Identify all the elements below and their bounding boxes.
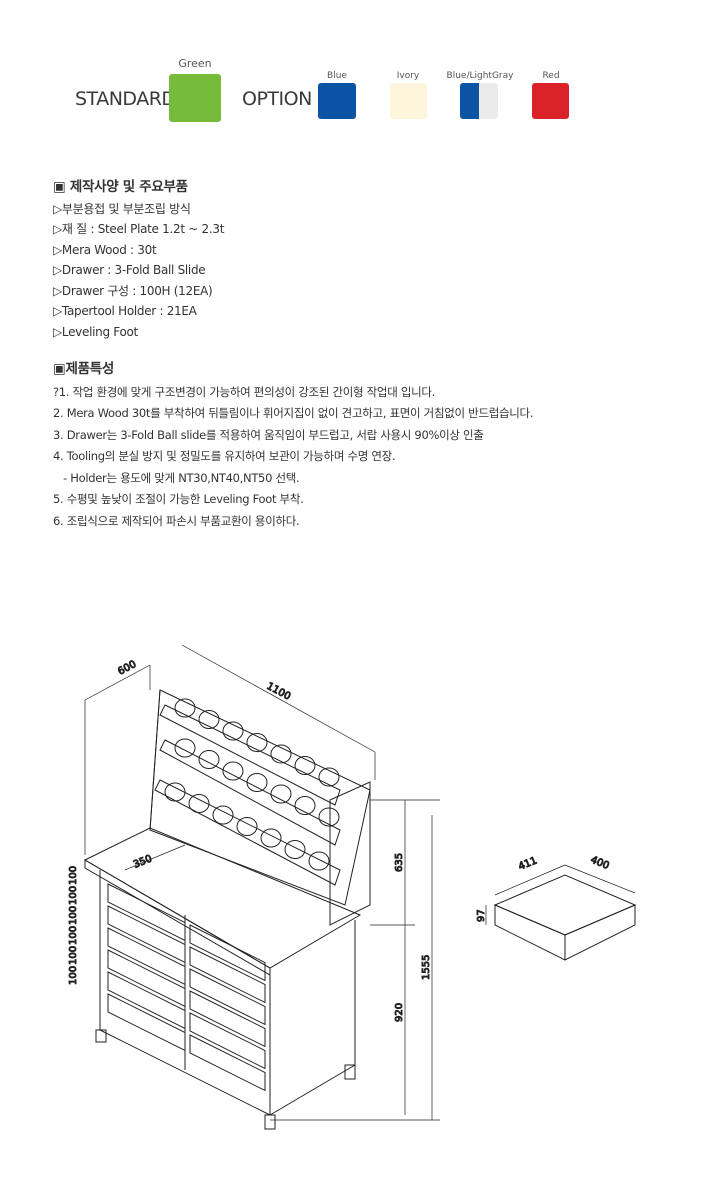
- feature-item: 3. Drawer는 3-Fold Ball slide를 적용하여 움직임이 …: [53, 427, 484, 442]
- tool-holder: [246, 733, 268, 752]
- tool-holder: [270, 744, 292, 764]
- tool-holder: [294, 756, 316, 775]
- drawer: [107, 971, 186, 1030]
- tool-holder: [174, 698, 196, 718]
- tool-rack: [149, 689, 371, 926]
- tool-holder: [212, 805, 234, 825]
- color-name-ivory: Ivory: [396, 71, 420, 81]
- drawer: [189, 1012, 266, 1070]
- drawer: [107, 993, 186, 1052]
- dim-shelf: 350: [132, 853, 154, 870]
- tool-holders: [164, 698, 340, 871]
- tool-holder: [236, 817, 258, 836]
- feature-item: 2. Mera Wood 30t를 부착하여 뒤틀림이나 휘어지집이 없이 견고…: [53, 406, 534, 420]
- dim-drawer-pitch: 100: [68, 866, 79, 885]
- tool-holder: [284, 840, 306, 859]
- color-swatch-ivory: [390, 83, 427, 119]
- dim-drawer-height: 97: [476, 909, 487, 922]
- drawer: [189, 990, 266, 1048]
- features-section: ▣제품특성 ?1. 작업 환경에 맞게 구조변경이 가능하여 편의성이 강조된 …: [53, 359, 534, 532]
- dim-rack-height: 635: [394, 853, 405, 872]
- tool-holder: [294, 796, 316, 815]
- tool-holder: [318, 767, 340, 787]
- spec-item: ▷Leveling Foot: [53, 324, 138, 339]
- tool-holder: [164, 782, 186, 802]
- standard-label: STANDARD: [75, 88, 176, 110]
- drawer-detail: [485, 864, 637, 961]
- features-title: ▣제품특성: [53, 361, 114, 377]
- dim-total-height: 1555: [421, 955, 432, 980]
- dim-drawer-pitch: 100: [68, 926, 79, 945]
- dim-drawer-pitch: 100: [68, 966, 79, 985]
- dim-drawer-pitch: 100: [68, 886, 79, 905]
- tool-holder: [198, 710, 220, 729]
- spec-item: ▷재 질 : Steel Plate 1.2t ~ 2.3t: [53, 222, 225, 236]
- feature-item: - Holder는 용도에 맞게 NT30,NT40,NT50 선택.: [53, 470, 300, 485]
- tool-holder: [222, 721, 244, 741]
- tool-holder: [188, 794, 210, 813]
- dim-drawer-width: 400: [589, 855, 611, 872]
- option-label: OPTION: [242, 88, 312, 110]
- feature-item: 5. 수평및 높낮이 조절이 가능한 Leveling Foot 부착.: [53, 492, 304, 506]
- cabinet: [83, 827, 362, 1116]
- color-swatch-blue: [318, 83, 356, 119]
- feature-item: ?1. 작업 환경에 맞게 구조변경이 가능하여 편의성이 강조된 간이형 작업…: [53, 384, 436, 399]
- spec-item: ▷Drawer : 3-Fold Ball Slide: [53, 263, 206, 277]
- feature-item: 4. Tooling의 분실 방지 및 정밀도를 유지하여 보관이 가능하며 수…: [53, 449, 396, 463]
- feature-item: 6. 조립식으로 제작되어 파손시 부품교환이 용이하다.: [53, 513, 300, 528]
- drawer: [189, 1034, 266, 1092]
- color-name-red: Red: [542, 71, 560, 81]
- dim-width: 1100: [265, 681, 293, 703]
- spec-item: ▷부분용접 및 부분조립 방식: [53, 201, 191, 216]
- spec-item: ▷Tapertool Holder : 21EA: [53, 304, 197, 318]
- tool-holder: [198, 750, 220, 769]
- tool-holder: [174, 738, 196, 758]
- spec-section: ▣ 제작사양 및 주요부품 ▷부분용접 및 부분조립 방식 ▷재 질 : Ste…: [53, 177, 224, 342]
- spec-item: ▷Drawer 구성 : 100H (12EA): [53, 283, 213, 298]
- color-name-green: Green: [178, 57, 212, 70]
- tool-holder: [222, 761, 244, 781]
- tool-holder: [318, 807, 340, 827]
- tool-holder: [308, 851, 330, 871]
- spec-title: ▣ 제작사양 및 주요부품: [53, 179, 188, 195]
- drawer: [107, 905, 186, 964]
- drawer: [189, 968, 266, 1026]
- color-name-blue-lightgray: Blue/LightGray: [446, 71, 514, 81]
- product-drawing: 600 1100 350 635 1555 920 100 100 100 10…: [68, 644, 637, 1130]
- color-swatch-green: [169, 74, 221, 122]
- color-name-blue: Blue: [327, 71, 347, 81]
- dimension-lines: [84, 644, 440, 1121]
- tool-holder: [260, 828, 282, 848]
- dim-table-height: 920: [394, 1003, 405, 1022]
- tool-holder: [246, 773, 268, 792]
- drawer: [107, 883, 186, 942]
- color-swatch-blue-lightgray: [460, 83, 498, 119]
- dim-drawer-depth: 411: [517, 855, 539, 872]
- dim-drawer-pitch: 100: [68, 946, 79, 965]
- drawer: [189, 924, 266, 982]
- drawers: [107, 883, 266, 1092]
- drawer: [107, 949, 186, 1008]
- spec-item: ▷Mera Wood : 30t: [53, 242, 157, 257]
- leveling-feet: [95, 1029, 356, 1130]
- dim-depth: 600: [116, 659, 138, 678]
- drawer: [189, 946, 266, 1004]
- tool-holder: [270, 784, 292, 804]
- dim-drawer-pitch: 100: [68, 906, 79, 925]
- color-swatch-red: [532, 83, 569, 119]
- drawer-pitch-labels: 100 100 100 100 100 100: [68, 865, 80, 985]
- drawer: [107, 927, 186, 986]
